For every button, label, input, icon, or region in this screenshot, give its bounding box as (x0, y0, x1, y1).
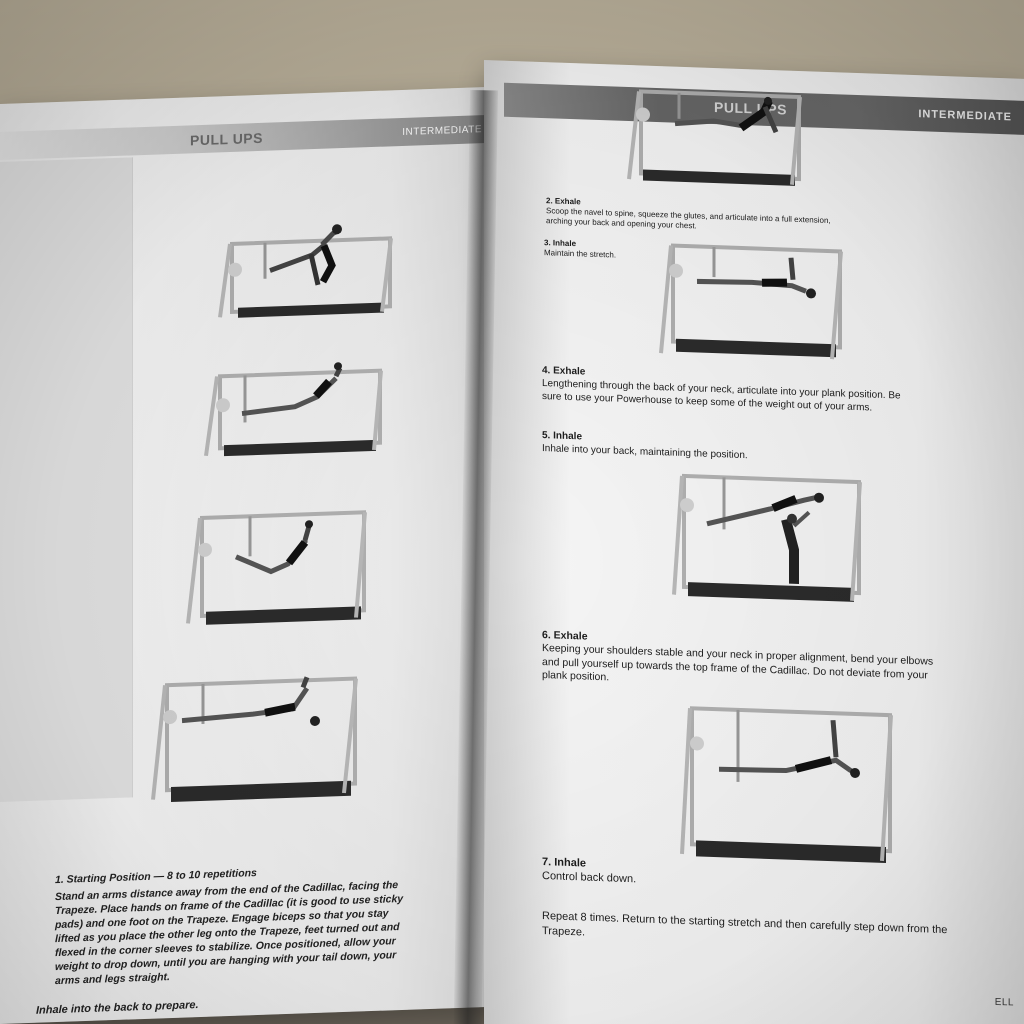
right-cadillac-svg-1 (627, 89, 802, 186)
right-step-4: 4. Exhale Lengthening through the back o… (542, 365, 922, 417)
right-step-3-body: Maintain the stretch. (544, 248, 617, 260)
right-step-2: 2. Exhale Scoop the navel to spine, sque… (546, 196, 856, 237)
right-cadillac-figure-3 (664, 461, 887, 614)
right-header-level: INTERMEDIATE (918, 108, 1012, 124)
right-step-7-body: Control back down. (542, 870, 637, 886)
left-sidebar-column (0, 157, 133, 803)
left-header-title: PULL UPS (190, 129, 263, 149)
right-step-7: 7. Inhale Control back down. (542, 855, 692, 888)
right-step-6: 6. Exhale Keeping your shoulders stable … (542, 629, 952, 697)
left-cadillac-svg-2 (204, 362, 383, 457)
left-cadillac-figure-1 (210, 216, 410, 333)
left-cadillac-svg-4 (151, 676, 358, 803)
right-cadillac-figure-4 (674, 694, 914, 882)
left-cadillac-svg-3 (186, 510, 367, 625)
right-book-page: PULL UPS INTERMEDIATE (484, 60, 1024, 1024)
right-cadillac-svg-4 (680, 706, 893, 864)
right-cadillac-svg-3 (672, 473, 862, 602)
left-starting-position-text: 1. Starting Position — 8 to 10 repetitio… (55, 862, 405, 989)
left-step-1-body: Stand an arms distance away from the end… (55, 879, 404, 987)
left-page-header: PULL UPS INTERMEDIATE (0, 114, 500, 160)
left-cadillac-figure-3 (180, 494, 385, 641)
left-cadillac-svg-1 (218, 224, 393, 318)
left-cadillac-figure-4 (145, 660, 375, 821)
right-cadillac-svg-2 (659, 243, 843, 360)
right-page-footer: ELL (994, 996, 1014, 1009)
right-repeat-text: Repeat 8 times. Return to the starting s… (542, 910, 948, 939)
left-cadillac-figure-2 (200, 352, 398, 471)
right-cadillac-figure-2 (651, 229, 861, 374)
left-prepare-text: Inhale into the back to prepare. (36, 999, 199, 1017)
left-book-page: PULL UPS INTERMEDIATE (0, 86, 500, 1024)
right-cadillac-figure-1 (619, 79, 817, 200)
